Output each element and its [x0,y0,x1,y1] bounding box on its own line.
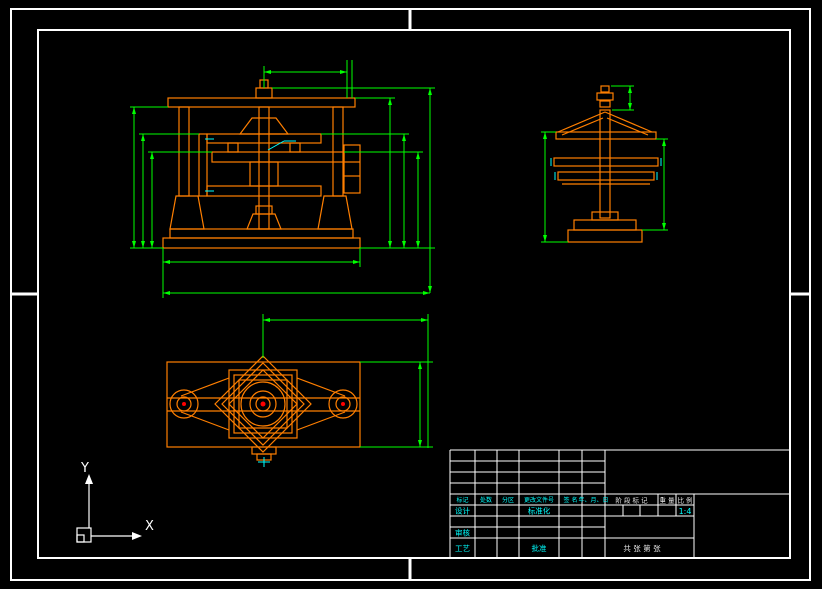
x-axis-label: X [145,519,154,534]
scale-value: 1:4 [679,507,692,516]
sheet-border [10,8,811,581]
front-view-dimensions [130,60,435,298]
revision-col-docnum: 更改文件号 [524,496,554,504]
y-axis-arrow-icon [85,474,93,484]
sheet-count-label: 共 张 第 张 [623,543,661,553]
process-label: 工艺 [455,544,470,553]
inner-border-frame [37,29,791,559]
title-block [449,449,790,558]
revision-col-mark: 标记 [456,496,468,504]
design-label: 设计 [455,506,470,516]
standardization-label: 标准化 [528,506,551,516]
revision-col-date: 年、月、日 [578,496,608,504]
side-view-dimensions [541,85,668,243]
scale-label: 比 例 [677,496,692,505]
side-view-annotations [550,158,662,180]
top-view-dimensions [262,314,433,448]
y-axis-label: Y [80,461,89,476]
front-view-annotations [205,138,296,192]
weight-label: 重 量 [659,497,675,505]
ucs-origin-inner-box [76,534,85,543]
approve-label: 批准 [532,543,547,553]
revision-col-zone: 分区 [502,496,514,504]
x-axis-arrow-icon [132,532,142,540]
revision-col-count: 处数 [480,496,492,504]
top-view-annotations [258,457,270,467]
side-view [553,85,659,243]
title-block-labels: 标记 处数 分区 更改文件号 签 名 年、月、日 设计 标准化 审核 工艺 批准… [455,496,693,554]
top-view [166,355,361,461]
revision-col-signature: 签 名 [564,496,578,504]
stage-mark-label: 阶 段 标 记 [615,496,648,505]
review-label: 审核 [455,528,470,538]
top-view-center-marks [182,401,345,407]
ucs-icon: Y X [76,461,154,543]
front-view [162,79,361,249]
